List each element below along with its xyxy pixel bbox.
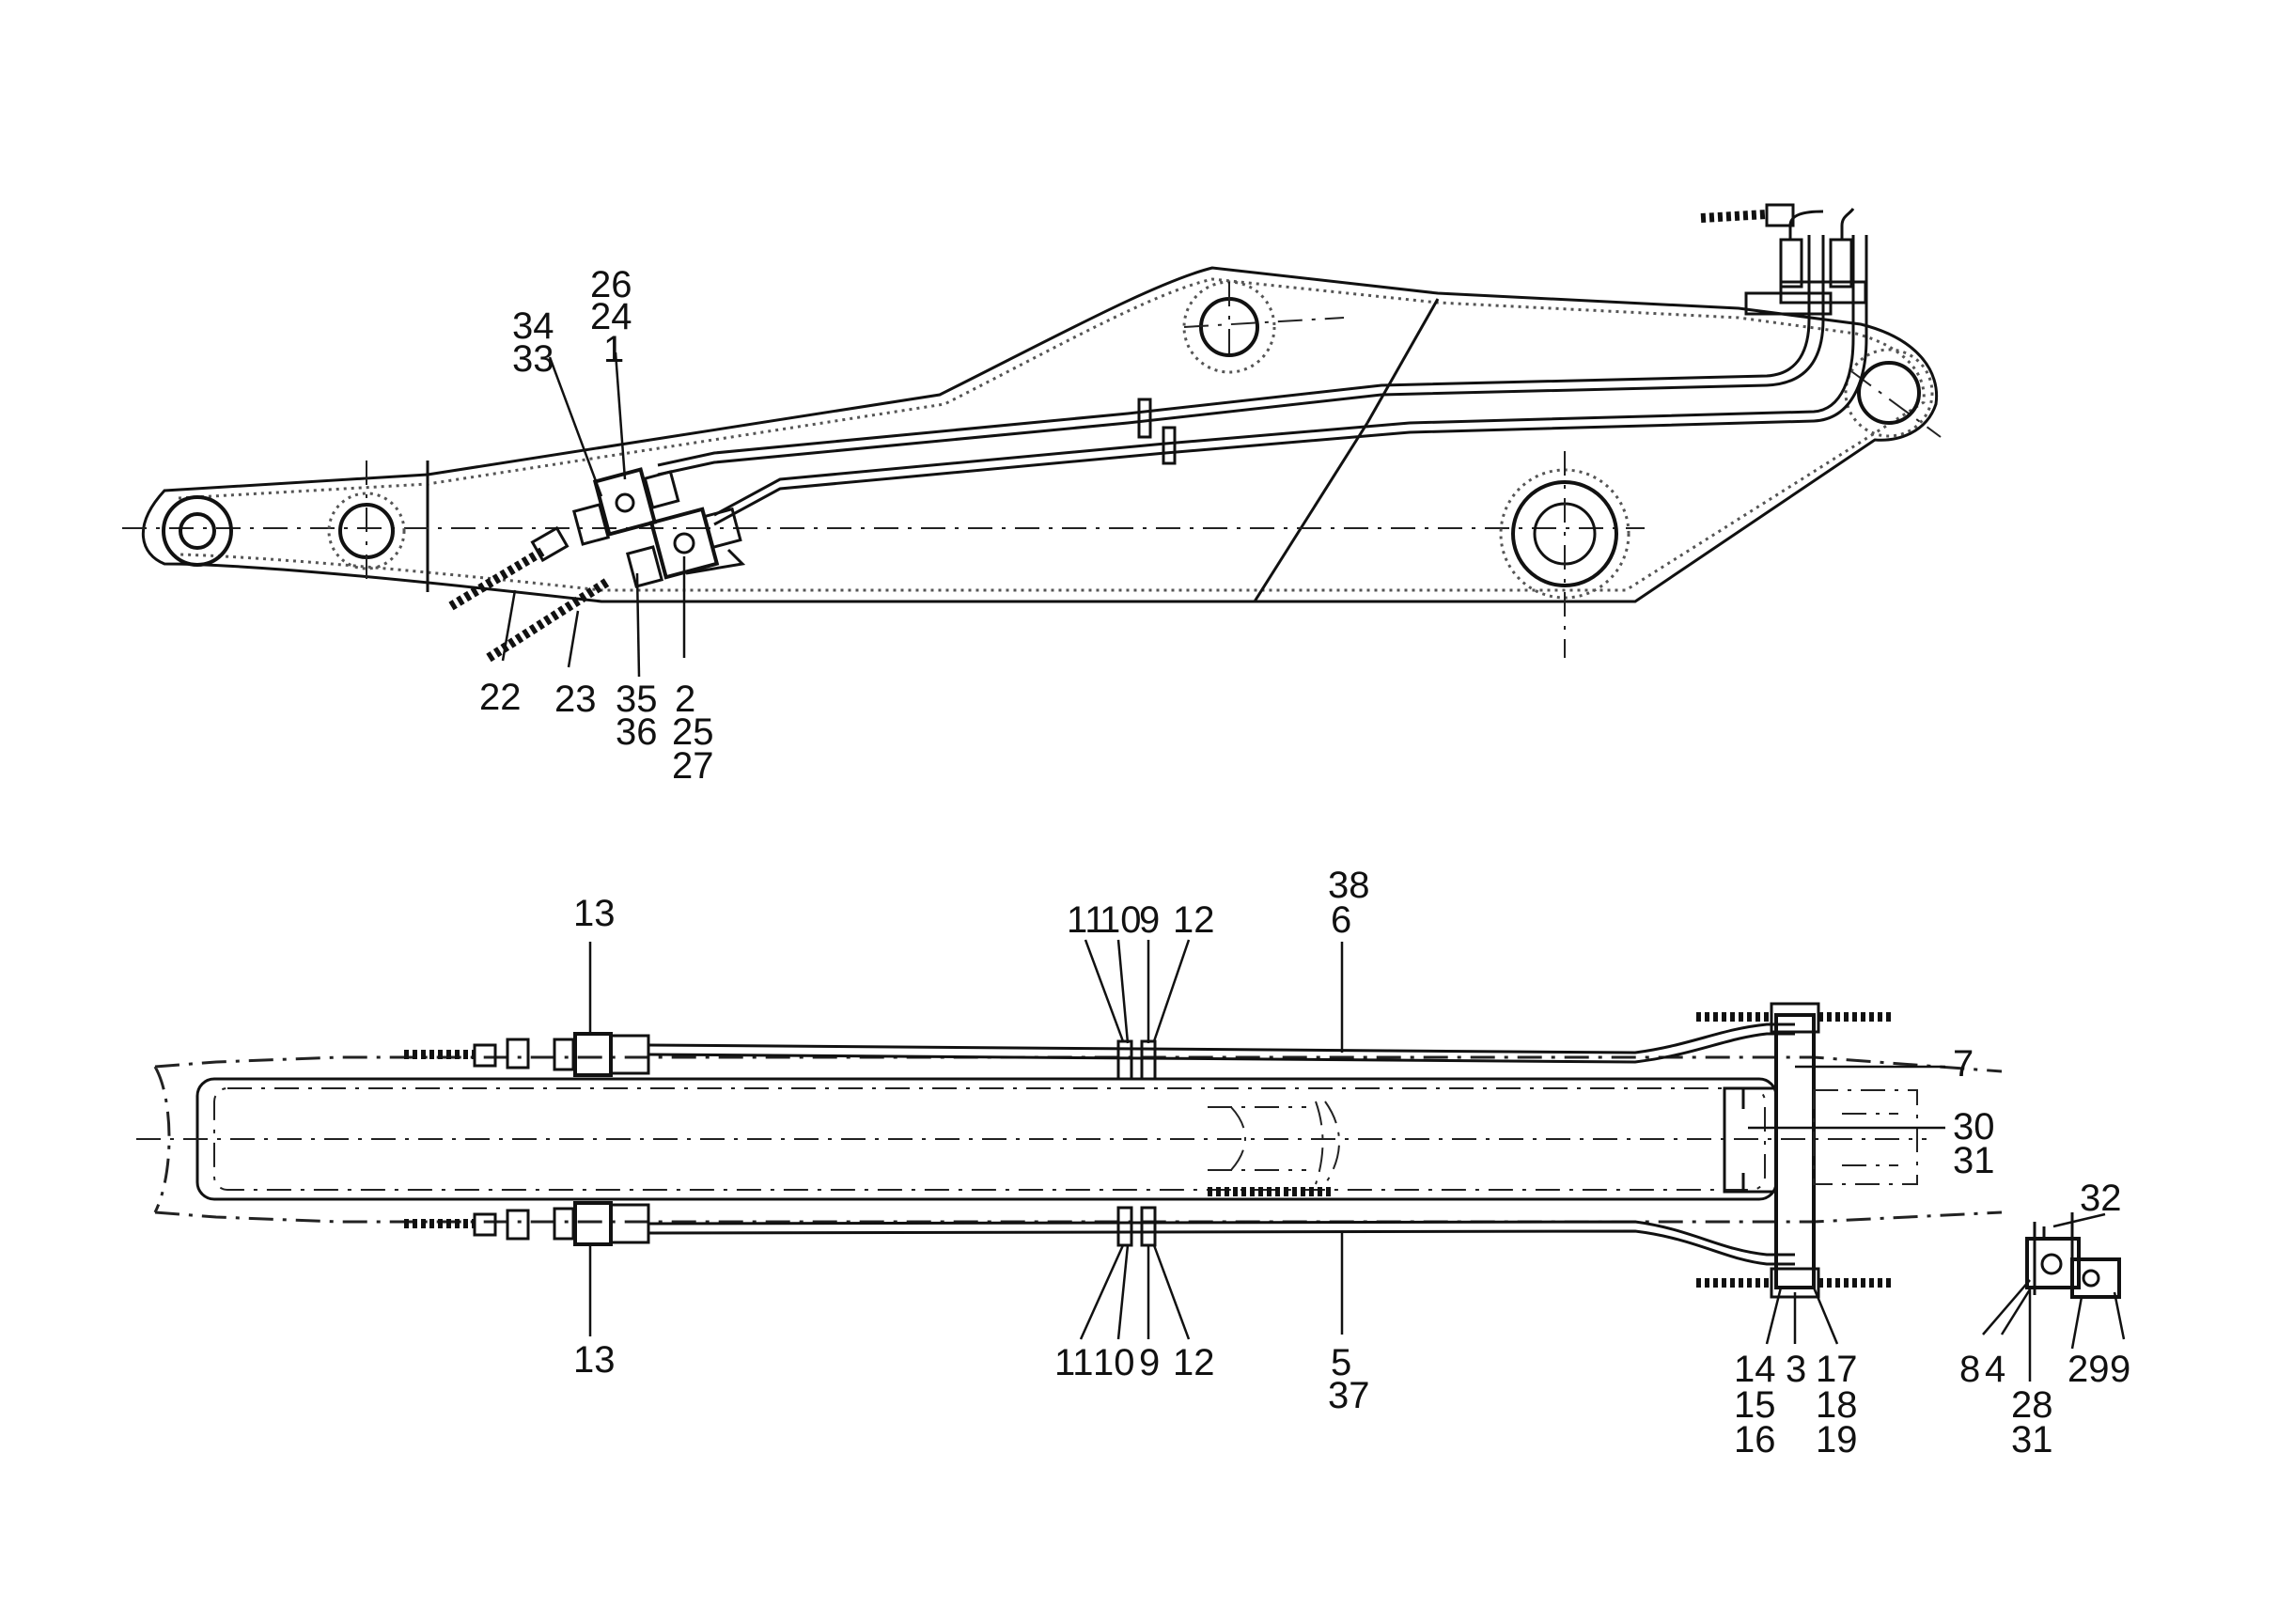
side-hydraulic-line-lower-b (713, 235, 1868, 526)
boom-side-outline (141, 266, 1939, 603)
callout-13-bottom: 13 (573, 1339, 616, 1381)
callout-27: 27 (672, 745, 714, 787)
callout-33: 33 (512, 338, 554, 380)
side-line-clamp-2 (1162, 426, 1177, 465)
callout-13-top: 13 (573, 893, 616, 934)
main-pivot-boss (1499, 451, 1630, 658)
callout-26: 26 (590, 264, 632, 305)
callout-31-detail: 31 (2011, 1419, 2053, 1460)
callout-28: 28 (2011, 1384, 2053, 1426)
head-cross-tube (1696, 1002, 1918, 1299)
callout-15: 15 (1734, 1384, 1776, 1426)
boom-top-outline (153, 1055, 2003, 1224)
callout-19: 19 (1816, 1419, 1858, 1460)
callout-17: 17 (1816, 1349, 1858, 1390)
head-center-line (1850, 370, 1942, 438)
detail-clamp-body (2025, 1237, 2081, 1289)
detail-clamp-hole-2 (2082, 1269, 2100, 1288)
top-line-lower-b (648, 1229, 1795, 1266)
top-line-lower (648, 1220, 1795, 1257)
callout-35: 35 (616, 679, 658, 720)
callout-6: 6 (1331, 899, 1351, 941)
callout-3: 3 (1786, 1349, 1806, 1390)
callout-22: 22 (479, 677, 522, 718)
detail-clamp-body-2 (2070, 1257, 2121, 1299)
callout-24: 24 (590, 296, 632, 337)
callout-9-top: 9 (1139, 899, 1160, 941)
callout-1: 1 (603, 329, 624, 370)
callout-16: 16 (1734, 1419, 1776, 1460)
side-line-clamp-1 (1137, 398, 1152, 439)
hose-22-fitting (530, 525, 570, 563)
valve-block-upper (571, 467, 680, 546)
valve-block-lower (625, 507, 746, 588)
weld-seam-2 (1253, 422, 1369, 602)
callout-36: 36 (616, 711, 658, 753)
callouts-detail-view: 32 8 4 28 31 29 9 (1959, 1178, 2130, 1460)
boom-top-inner-box (213, 1087, 1766, 1191)
callout-12-top: 12 (1173, 899, 1215, 941)
top-clamp-upper (1116, 1039, 1157, 1081)
hose-23 (486, 576, 612, 663)
callout-5: 5 (1331, 1342, 1351, 1383)
callout-37: 37 (1328, 1375, 1370, 1416)
side-hydraulic-line-upper (657, 235, 1811, 467)
top-fittings-lower-left (404, 1201, 650, 1246)
callout-10-top: 10 (1100, 899, 1142, 941)
detail-clamp-hole-1 (2040, 1253, 2063, 1275)
boom-head-pin (1844, 348, 1934, 438)
callout-14: 14 (1734, 1349, 1776, 1390)
callout-34: 34 (512, 305, 554, 347)
side-view (122, 203, 1942, 663)
callout-30: 30 (1953, 1106, 1995, 1148)
top-clamp-lower (1116, 1206, 1157, 1247)
clamp-detail-view (2025, 1212, 2121, 1299)
head-fittings (1700, 203, 1867, 316)
callout-32: 32 (2080, 1178, 2122, 1219)
callout-31-top: 31 (1953, 1140, 1995, 1181)
boom-foot-pin (162, 495, 233, 567)
side-hydraulic-line-lower (713, 235, 1855, 517)
callout-11-bottom: 11 (1054, 1342, 1094, 1383)
side-hydraulic-line-upper-b (657, 235, 1825, 476)
top-view (136, 1002, 2003, 1299)
callout-7: 7 (1953, 1043, 1974, 1085)
center-stiffener (1208, 1101, 1340, 1196)
cylinder-pin-boss (1182, 280, 1345, 374)
callout-2: 2 (675, 679, 695, 720)
callouts-side-view: 26 24 1 34 33 22 23 35 36 2 25 27 (479, 264, 714, 787)
callout-10-bottom: 10 (1093, 1342, 1135, 1383)
top-fittings-upper-left (404, 1032, 650, 1077)
callout-18: 18 (1816, 1384, 1858, 1426)
leader-lines (501, 351, 2126, 1382)
callout-9-detail: 9 (2110, 1349, 2130, 1390)
callout-4: 4 (1985, 1349, 2005, 1390)
callout-25: 25 (672, 711, 714, 753)
top-line-upper-b (648, 1032, 1795, 1064)
rear-pin-boss (327, 461, 406, 583)
callouts-top-view: 13 11 10 9 12 38 6 7 30 31 13 11 10 9 12… (573, 865, 1995, 1460)
callout-9-bottom: 9 (1139, 1342, 1160, 1383)
boom-side-inner-outline (178, 277, 1926, 592)
callout-8: 8 (1959, 1349, 1980, 1390)
callout-11-top: 11 (1067, 899, 1106, 941)
callout-23: 23 (554, 679, 597, 720)
hose-22 (448, 545, 548, 611)
callout-38: 38 (1328, 865, 1370, 906)
callout-12-bottom: 12 (1173, 1342, 1215, 1383)
callout-29: 29 (2067, 1349, 2110, 1390)
weld-seam-1 (1365, 298, 1440, 424)
top-line-upper (648, 1023, 1795, 1054)
